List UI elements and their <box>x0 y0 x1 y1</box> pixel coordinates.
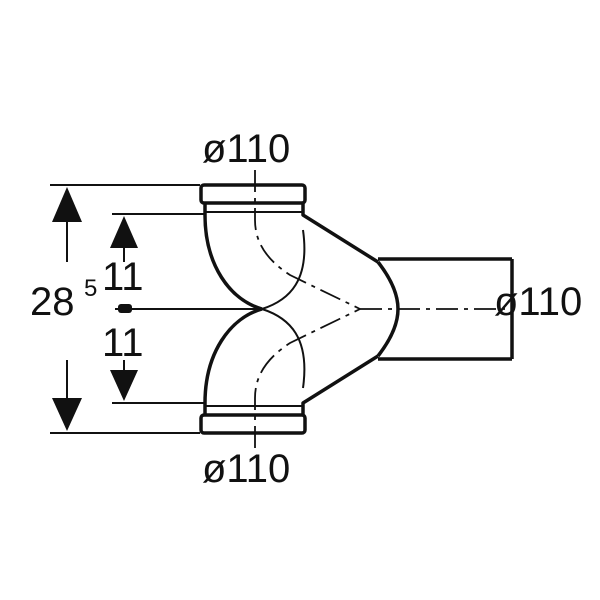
socket-inner-lines <box>205 211 303 407</box>
right-wall-lower <box>301 354 379 415</box>
bottom-diameter-label: ø110 <box>202 447 290 491</box>
upper-offset-label: 11 <box>102 255 144 299</box>
center-lines <box>254 170 505 448</box>
arrow-down-outer <box>52 398 82 431</box>
right-wall-upper <box>301 203 379 264</box>
left-wall-lower <box>203 307 263 415</box>
dimension-arrows <box>52 187 138 431</box>
arrow-up-inner <box>110 216 138 248</box>
internal-curves <box>261 229 306 389</box>
fitting-outline <box>199 183 514 435</box>
lower-offset-label: 11 <box>102 321 144 365</box>
overall-height-superscript: 5 <box>84 275 97 302</box>
top-socket-collar <box>199 183 307 205</box>
overall-height-label: 28 <box>30 280 75 324</box>
arrow-up-outer <box>52 187 82 222</box>
side-diameter-label: ø110 <box>494 280 582 324</box>
bottom-socket-collar <box>199 413 307 435</box>
left-wall-upper <box>203 203 263 311</box>
center-marker <box>118 304 132 313</box>
dimension-lines <box>50 184 262 434</box>
arrow-down-inner <box>110 370 138 401</box>
top-diameter-label: ø110 <box>202 127 290 171</box>
